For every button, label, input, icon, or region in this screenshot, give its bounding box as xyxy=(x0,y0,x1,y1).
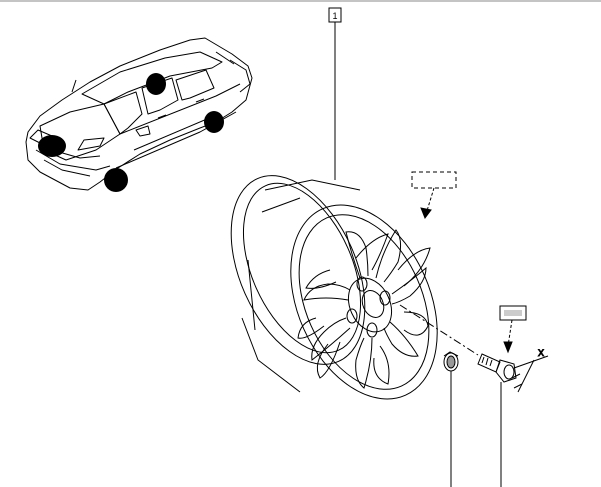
bolt-reference-box xyxy=(499,305,527,354)
alloy-wheel xyxy=(230,175,438,400)
front-left-wheel-marker xyxy=(38,135,66,157)
dimension-x-label: X xyxy=(538,348,544,358)
front-right-wheel-marker xyxy=(104,168,128,192)
callout-1: 1 xyxy=(328,7,342,180)
wheel-location-markers xyxy=(38,73,224,192)
wheel-bolt xyxy=(477,353,517,487)
wheel-reference-box xyxy=(411,171,457,220)
center-cap xyxy=(443,351,459,487)
rear-left-wheel-marker xyxy=(146,73,166,95)
dimension-x: X xyxy=(511,348,549,393)
callout-1-label: 1 xyxy=(332,11,337,21)
rear-right-wheel-marker xyxy=(204,111,224,133)
